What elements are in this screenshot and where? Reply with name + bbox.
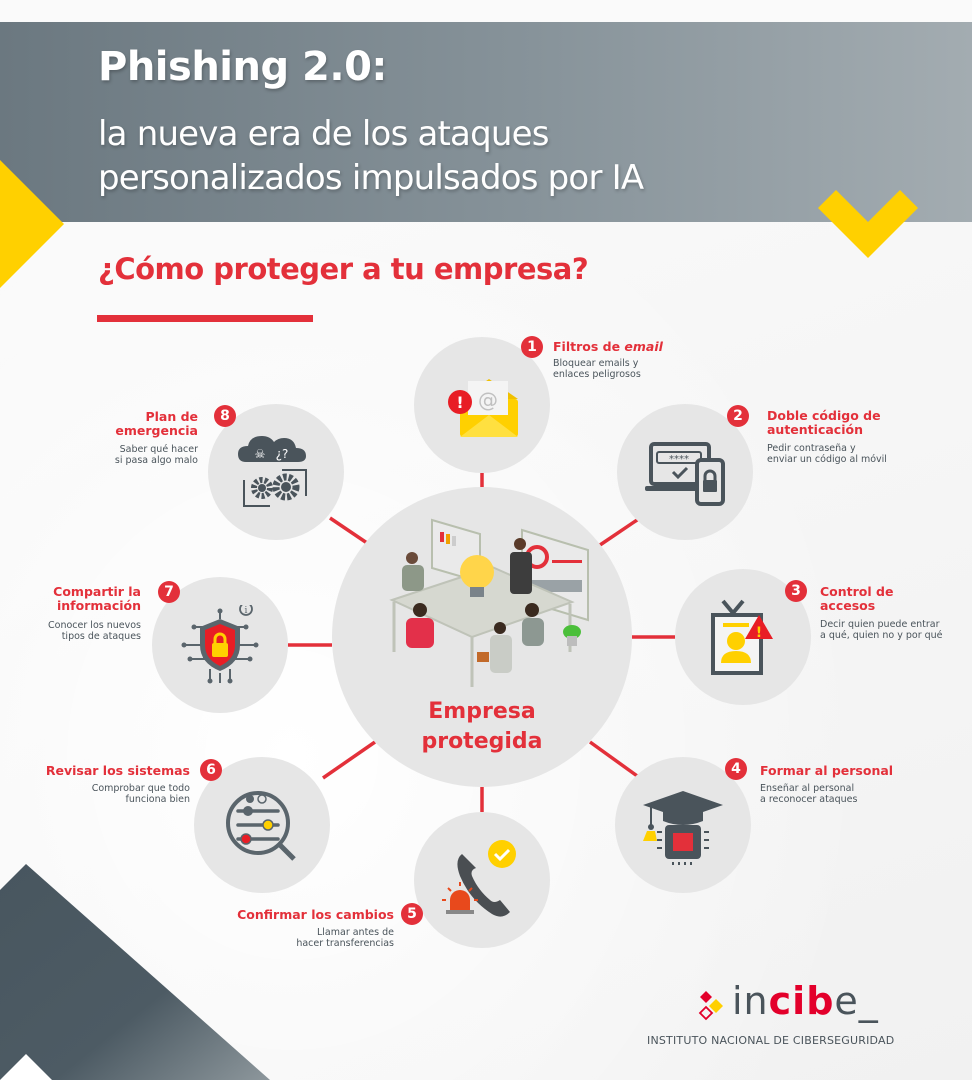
svg-text:@: @ [478, 388, 498, 412]
item-5-title: Confirmar los cambios [237, 907, 394, 922]
node-4-circle [615, 757, 751, 893]
email-envelope-alert-icon: @ ! [448, 379, 518, 437]
item-4-title: Formar al personal [760, 763, 894, 778]
item-2-title-line-1: Doble código de [767, 408, 881, 423]
item-8-desc: Saber qué hacer si pasa algo malo [60, 444, 198, 466]
team-meeting-illustration [389, 518, 589, 687]
badge-5: 5 [401, 903, 423, 925]
badge-4: 4 [725, 758, 747, 780]
incibe-wordmark: incibe_ [732, 979, 879, 1023]
item-3-title: Control de accesos [820, 585, 893, 613]
item-4-desc: Enseñar al personal a reconocer ataques [760, 783, 857, 805]
shield-lock-circuit-icon: i [181, 605, 259, 684]
graduation-cap-chip-icon [643, 791, 723, 865]
badge-3: 3 [785, 580, 807, 602]
svg-text:¿?: ¿? [276, 447, 289, 461]
red-underline [97, 315, 313, 322]
svg-text:i: i [245, 606, 248, 616]
item-6-desc-line-2: funciona bien [125, 794, 190, 805]
svg-text:****: **** [669, 454, 689, 465]
item-3-desc-line-2: a qué, quien no y por qué [820, 630, 943, 641]
node-5-circle [414, 812, 550, 948]
item-3-title-line-2: accesos [820, 598, 876, 613]
item-1-title-em: email [624, 339, 663, 354]
subtitle-line-1: la nueva era de los ataques [98, 114, 549, 154]
item-8-title-line-1: Plan de [145, 409, 198, 424]
section-question: ¿Cómo proteger a tu empresa? [98, 252, 589, 286]
incibe-subtitle: INSTITUTO NACIONAL DE CIBERSEGURIDAD [647, 1034, 895, 1047]
item-2-title-line-2: autenticación [767, 422, 863, 437]
page-subtitle: la nueva era de los ataques personalizad… [98, 112, 898, 200]
item-3-desc: Decir quien puede entrar a qué, quien no… [820, 619, 943, 641]
item-1-desc-line-1: Bloquear emails y [553, 358, 639, 369]
magnifier-sliders-icon [226, 791, 296, 861]
item-1-title: Filtros de email [553, 340, 663, 354]
item-7-desc: Conocer los nuevos tipos de ataques [20, 620, 141, 642]
svg-text:☠: ☠ [255, 447, 266, 461]
item-5-desc-line-2: hacer transferencias [296, 938, 394, 949]
node-8-circle: ☠ ¿? [208, 404, 344, 540]
item-3-title-line-1: Control de [820, 584, 894, 599]
item-2-desc: Pedir contraseña y enviar un código al m… [767, 443, 887, 465]
logo-word-post: e_ [834, 979, 879, 1023]
badge-2: 2 [727, 405, 749, 427]
item-5-desc: Llamar antes de hacer transferencias [200, 927, 394, 949]
item-1-desc: Bloquear emails y enlaces peligrosos [553, 358, 641, 380]
yellow-chevron-decoration [818, 190, 918, 258]
item-8-title-line-2: emergencia [115, 423, 198, 438]
item-7-title-line-2: información [56, 598, 141, 613]
logo-word-pre: in [732, 979, 769, 1023]
svg-text:!: ! [456, 393, 463, 412]
item-3-desc-line-1: Decir quien puede entrar [820, 619, 940, 630]
cloud-gears-cycle-icon: ☠ ¿? [238, 436, 307, 507]
badge-6: 6 [200, 759, 222, 781]
phone-siren-check-icon [442, 840, 516, 917]
subtitle-line-2: personalizados impulsados por IA [98, 158, 644, 198]
item-2-desc-line-1: Pedir contraseña y [767, 443, 856, 454]
node-1-circle: @ ! [414, 337, 550, 473]
header-banner [0, 22, 972, 222]
logo-word-red: cib [768, 979, 835, 1023]
item-8-title: Plan de emergencia [60, 410, 198, 438]
badge-8: 8 [214, 405, 236, 427]
item-5-desc-line-1: Llamar antes de [316, 927, 394, 938]
item-2-desc-line-2: enviar un código al móvil [767, 454, 887, 465]
id-badge-warning-icon: ! [711, 599, 773, 675]
item-6-title: Revisar los sistemas [45, 763, 190, 778]
dark-triangle-decoration [0, 864, 270, 1080]
laptop-phone-lock-icon: **** [645, 442, 725, 506]
top-strip [0, 0, 972, 22]
incibe-logo: incibe_ [698, 979, 938, 1025]
item-1-desc-line-2: enlaces peligrosos [553, 369, 641, 380]
svg-text:!: ! [756, 625, 762, 641]
item-7-title: Compartir la información [20, 585, 141, 613]
item-1-title-plain: Filtros de [553, 339, 625, 354]
item-2-title: Doble código de autenticación [767, 409, 881, 437]
item-6-desc: Comprobar que todo funciona bien [20, 783, 190, 805]
item-7-desc-line-1: Conocer los nuevos [48, 620, 141, 631]
item-7-title-line-1: Compartir la [53, 584, 141, 599]
item-4-desc-line-1: Enseñar al personal [760, 783, 855, 794]
badge-1: 1 [521, 336, 543, 358]
item-8-desc-line-2: si pasa algo malo [114, 455, 198, 466]
center-circle [332, 487, 632, 787]
item-4-desc-line-2: a reconocer ataques [760, 794, 858, 805]
item-8-desc-line-1: Saber qué hacer [119, 444, 198, 455]
item-6-desc-line-1: Comprobar que todo [91, 783, 190, 794]
item-7-desc-line-2: tipos de ataques [61, 631, 141, 642]
yellow-triangle-decoration [0, 160, 64, 288]
center-label: Empresa protegida [332, 697, 632, 757]
incibe-diamond-icon [698, 991, 723, 1021]
node-6-circle [194, 757, 330, 893]
center-label-line-1: Empresa [428, 699, 536, 724]
center-label-line-2: protegida [421, 729, 543, 754]
node-2-circle: **** [617, 404, 753, 540]
page-title: Phishing 2.0: [98, 44, 387, 90]
badge-7: 7 [158, 581, 180, 603]
